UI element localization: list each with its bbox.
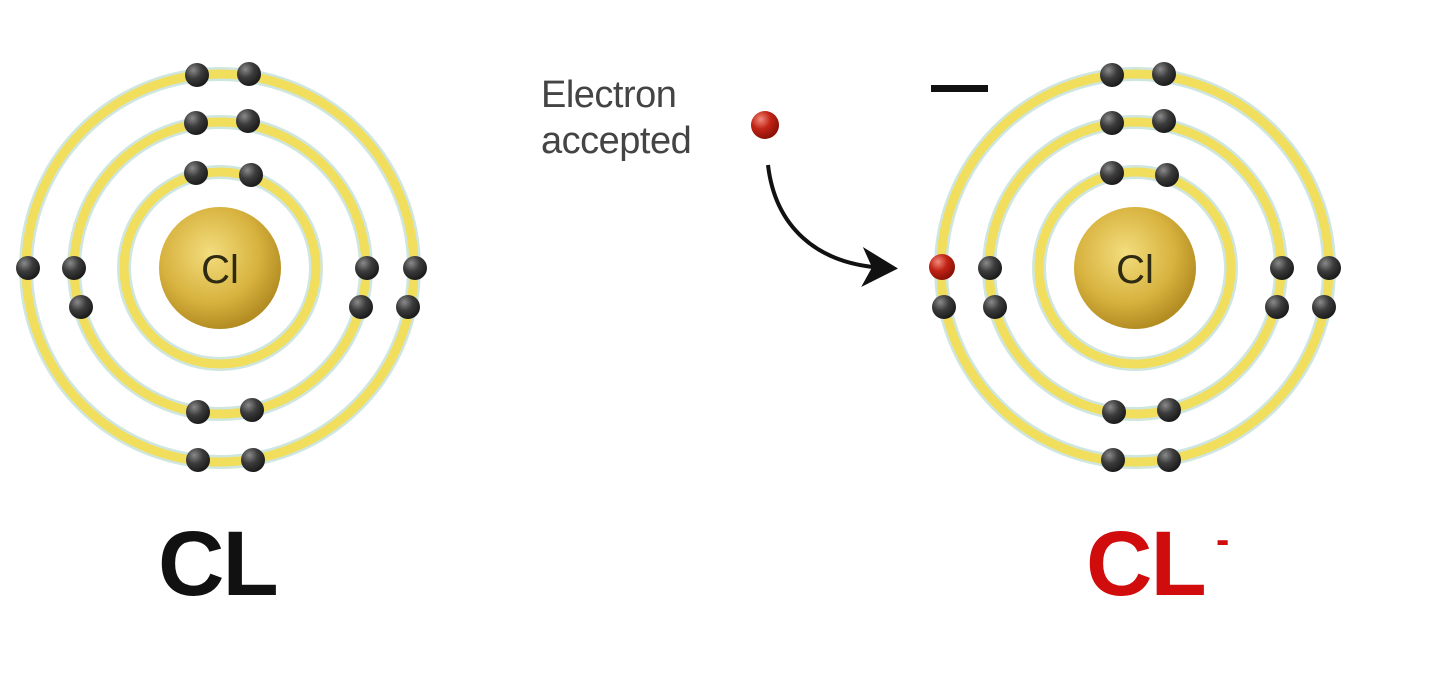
- electron: [403, 256, 427, 280]
- electron: [1312, 295, 1336, 319]
- nucleus-symbol: Cl: [1116, 248, 1154, 292]
- electron: [1102, 400, 1126, 424]
- electron: [983, 295, 1007, 319]
- electron: [1100, 111, 1124, 135]
- electron: [1157, 448, 1181, 472]
- electron: [349, 295, 373, 319]
- nucleus: [1074, 207, 1196, 329]
- incoming-electron: [751, 111, 779, 139]
- negative-charge-sign: [931, 85, 988, 92]
- electron: [184, 161, 208, 185]
- electron: [1100, 161, 1124, 185]
- callout-line-1: Electron: [541, 74, 677, 116]
- atom-right-label-superscript: -: [1216, 518, 1230, 562]
- electron: [978, 256, 1002, 280]
- electron: [237, 62, 261, 86]
- atom-right: Cl: [929, 62, 1341, 472]
- electron: [69, 295, 93, 319]
- curved-arrow: [766, 164, 898, 287]
- electron: [355, 256, 379, 280]
- electron: [1265, 295, 1289, 319]
- electron: [186, 448, 210, 472]
- electron: [1152, 62, 1176, 86]
- atom-left: Cl: [16, 62, 427, 472]
- shell-1-band: [1034, 167, 1236, 369]
- electron: [1101, 448, 1125, 472]
- electron: [185, 63, 209, 87]
- electron: [1100, 63, 1124, 87]
- accepted-electron: [929, 254, 955, 280]
- electron: [16, 256, 40, 280]
- atom-right-label: CL: [1086, 513, 1207, 615]
- electron: [396, 295, 420, 319]
- callout-label: Electron accepted: [541, 72, 692, 164]
- electron-transfer: [751, 111, 898, 287]
- electron: [1152, 109, 1176, 133]
- electron: [1317, 256, 1341, 280]
- shell-1-band: [119, 167, 321, 369]
- electron: [932, 295, 956, 319]
- nucleus: [159, 207, 281, 329]
- electron: [1157, 398, 1181, 422]
- callout-line-2: accepted: [541, 120, 692, 162]
- electron: [240, 398, 264, 422]
- atom-left-label: CL: [158, 513, 279, 615]
- electron: [186, 400, 210, 424]
- nucleus-symbol: Cl: [201, 248, 239, 292]
- electron: [236, 109, 260, 133]
- electron: [184, 111, 208, 135]
- electron: [241, 448, 265, 472]
- electron: [239, 163, 263, 187]
- electron: [62, 256, 86, 280]
- electron: [1155, 163, 1179, 187]
- electron: [1270, 256, 1294, 280]
